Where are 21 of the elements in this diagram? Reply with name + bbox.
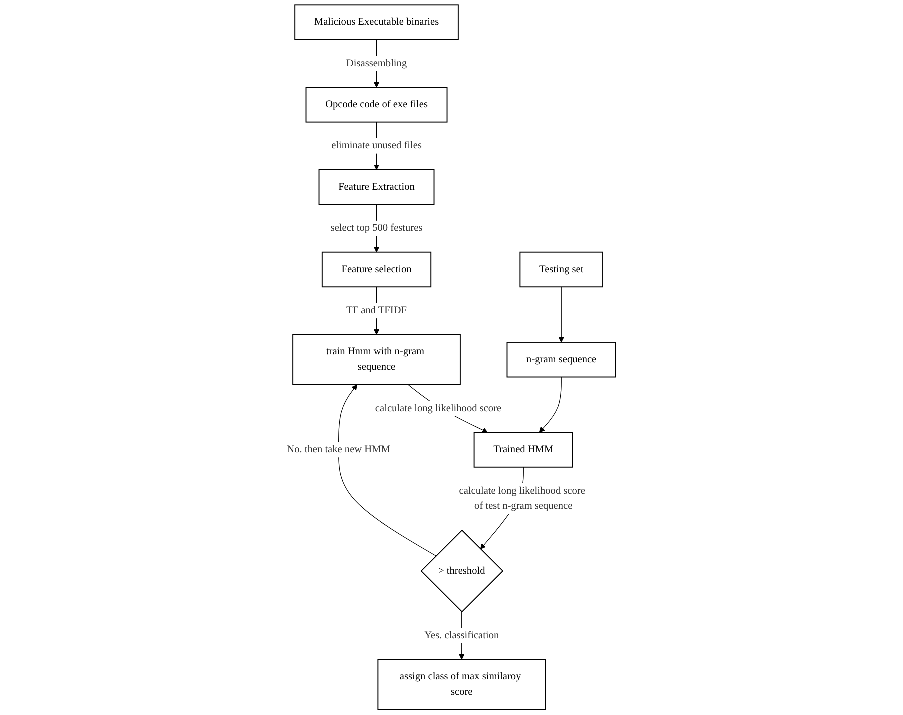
node-box: assign class of max similaroy score: [378, 659, 546, 710]
edge-label: No. then take new HMM: [287, 444, 390, 456]
node-box: Testing set: [520, 252, 604, 288]
edge-label: eliminate unused files: [332, 140, 422, 152]
edge-label: calculate long likelihood score of test n-gram sequence: [459, 485, 586, 512]
arrow: [539, 376, 562, 433]
edge-label: Yes. classification: [424, 630, 500, 641]
node-box: n-gram sequence: [506, 342, 616, 378]
arrow: [338, 384, 436, 556]
edge-label: calculate long likelihood score: [375, 403, 502, 414]
node-box: Opcode code of exe files: [306, 87, 448, 123]
node-box: train Hmm with n-gram sequence: [292, 334, 461, 386]
node-box: Feature selection: [322, 252, 432, 288]
edge-label: TF and TFIDF: [346, 305, 407, 316]
node-box: Feature Extraction: [318, 170, 435, 206]
edge-label: select top 500 festures: [330, 222, 423, 234]
node-box: Trained HMM: [474, 432, 574, 468]
node-box: Malicious Executable binaries: [294, 4, 459, 40]
arrow: [558, 286, 564, 343]
node-diamond: > threshold: [420, 530, 504, 613]
edge-label: Disassembling: [346, 58, 408, 69]
